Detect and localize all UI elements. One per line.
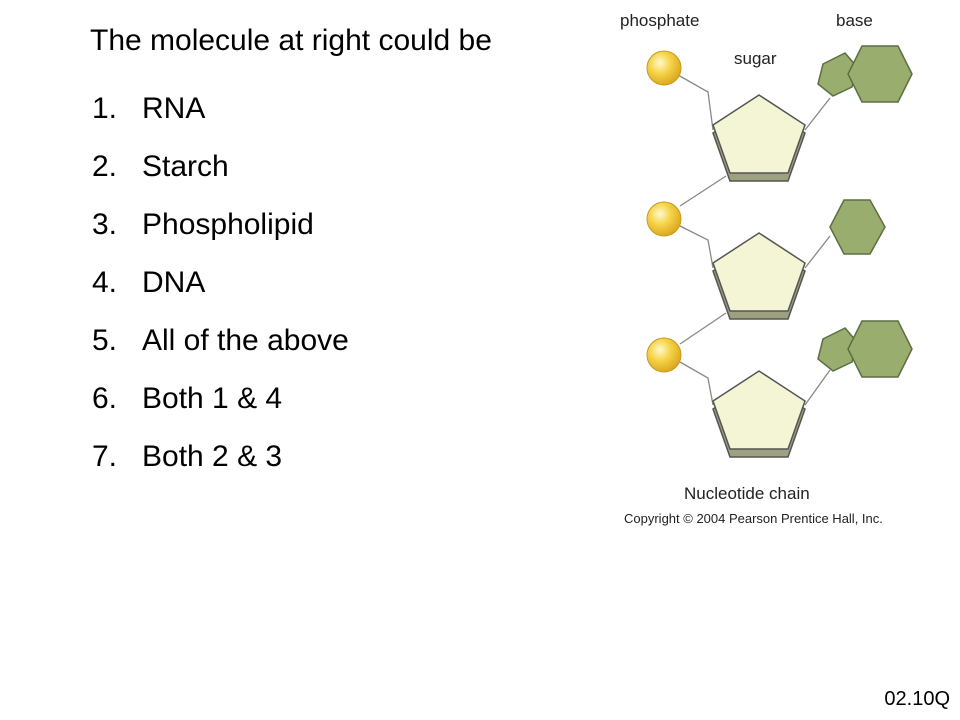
bond-phosphate-sugar-2	[679, 225, 714, 269]
option-number: 5.	[92, 324, 118, 357]
option-label: Starch	[142, 150, 229, 183]
option-number: 7.	[92, 440, 118, 473]
option-7[interactable]: 7. Both 2 & 3	[92, 440, 282, 480]
option-number: 1.	[92, 92, 118, 125]
question-title: The molecule at right could be	[90, 24, 492, 57]
bond-phosphate-sugar-3	[679, 361, 714, 406]
base-2-single-ring	[829, 199, 886, 255]
option-number: 6.	[92, 382, 118, 415]
option-number: 4.	[92, 266, 118, 299]
base-3-double-ring	[817, 320, 913, 378]
label-sugar: sugar	[734, 49, 777, 68]
sugar-3	[712, 370, 806, 458]
bond-phosphate-sugar-1	[677, 74, 714, 131]
option-label: Phospholipid	[142, 208, 314, 241]
bond-sugar-base-3	[804, 369, 831, 406]
bond-sugar-base-1	[804, 97, 831, 131]
sugar-2	[712, 232, 806, 320]
option-label: All of the above	[142, 324, 349, 357]
phosphate-2	[646, 201, 682, 237]
option-6[interactable]: 6. Both 1 & 4	[92, 382, 282, 422]
option-label: DNA	[142, 266, 206, 299]
label-base: base	[836, 11, 873, 30]
option-number: 3.	[92, 208, 118, 241]
option-4[interactable]: 4. DNA	[92, 266, 205, 306]
figure-copyright: Copyright © 2004 Pearson Prentice Hall, …	[624, 511, 883, 526]
option-label: RNA	[142, 92, 206, 125]
option-label: Both 2 & 3	[142, 440, 283, 473]
nucleotide-1	[646, 45, 913, 182]
option-number: 2.	[92, 150, 118, 183]
option-label: Both 1 & 4	[142, 382, 283, 415]
option-2[interactable]: 2. Starch	[92, 150, 229, 190]
option-1[interactable]: 1. RNA	[92, 92, 205, 132]
slide-id: 02.10Q	[884, 688, 950, 710]
option-5[interactable]: 5. All of the above	[92, 324, 349, 364]
figure-caption: Nucleotide chain	[684, 484, 810, 503]
phosphate-1	[646, 50, 682, 86]
option-3[interactable]: 3. Phospholipid	[92, 208, 314, 248]
nucleotide-3	[646, 320, 913, 458]
base-1-double-ring	[817, 45, 913, 103]
bond-sugar-phosphate-3	[679, 312, 727, 345]
label-phosphate: phosphate	[620, 11, 699, 30]
phosphate-3	[646, 337, 682, 373]
bonds	[677, 74, 831, 406]
bond-sugar-phosphate-2	[679, 175, 727, 207]
bond-sugar-base-2	[804, 235, 831, 269]
nucleotide-chain-diagram: phosphate base sugar	[620, 11, 913, 526]
nucleotide-2	[646, 199, 886, 320]
sugar-1	[712, 94, 806, 182]
